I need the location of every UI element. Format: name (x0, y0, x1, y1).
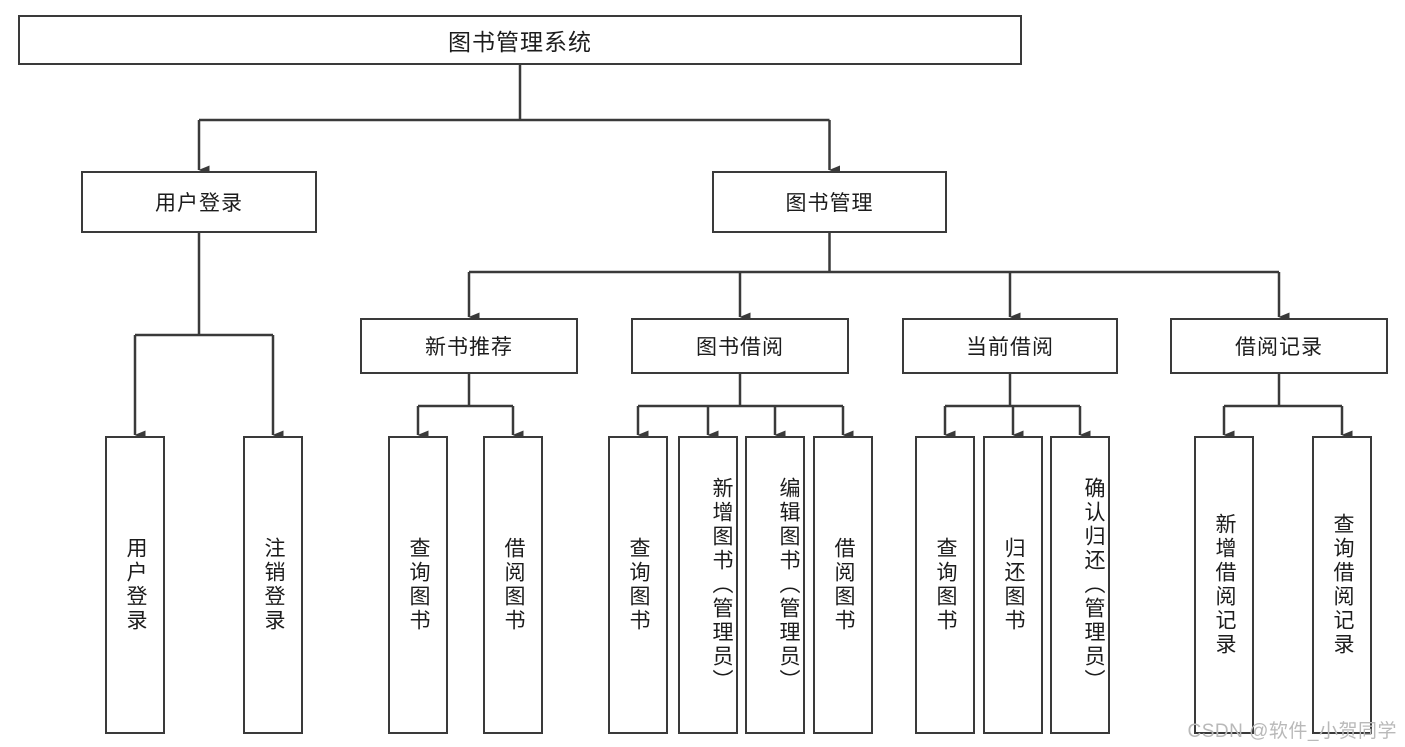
node-user-login[interactable]: 用户登录 (81, 171, 317, 233)
node-label: 图书管理系统 (448, 29, 592, 55)
node-leaf-logout[interactable]: 注销登录 (243, 436, 303, 734)
node-leaf-query-book-2[interactable]: 查询图书 (608, 436, 668, 734)
node-label: 借阅记录 (1235, 336, 1323, 359)
node-label: 图书借阅 (696, 336, 784, 359)
node-label: 查询借阅记录 (1331, 513, 1354, 657)
node-book-borrow[interactable]: 图书借阅 (631, 318, 849, 374)
node-leaf-query-record[interactable]: 查询借阅记录 (1312, 436, 1372, 734)
node-leaf-return-book[interactable]: 归还图书 (983, 436, 1043, 734)
node-label: 用户登录 (155, 192, 243, 215)
node-leaf-edit-book[interactable]: 编辑图书（管理员） (745, 436, 805, 734)
node-new-book-rec[interactable]: 新书推荐 (360, 318, 578, 374)
node-label: 注销登录 (262, 537, 285, 633)
node-current-borrow[interactable]: 当前借阅 (902, 318, 1118, 374)
node-leaf-query-book-1[interactable]: 查询图书 (388, 436, 448, 734)
node-borrow-record[interactable]: 借阅记录 (1170, 318, 1388, 374)
node-leaf-confirm-return[interactable]: 确认归还（管理员） (1050, 436, 1110, 734)
node-label: 归还图书 (1002, 537, 1025, 633)
node-label: 新书推荐 (425, 336, 513, 359)
node-leaf-query-book-3[interactable]: 查询图书 (915, 436, 975, 734)
node-label: 查询图书 (934, 537, 957, 633)
watermark-credit: CSDN @软件_小贺同学 (1187, 721, 1397, 742)
node-label: 图书管理 (785, 192, 874, 215)
node-root-system[interactable]: 图书管理系统 (18, 15, 1022, 65)
node-label: 确认归还（管理员） (1082, 477, 1105, 693)
node-leaf-add-record[interactable]: 新增借阅记录 (1194, 436, 1254, 734)
node-label: 当前借阅 (966, 336, 1054, 359)
node-book-manage[interactable]: 图书管理 (712, 171, 947, 233)
node-leaf-add-book[interactable]: 新增图书（管理员） (678, 436, 738, 734)
node-label: 借阅图书 (832, 537, 855, 633)
node-label: 新增借阅记录 (1213, 513, 1236, 657)
node-leaf-user-login[interactable]: 用户登录 (105, 436, 165, 734)
node-label: 编辑图书（管理员） (777, 477, 800, 693)
node-label: 借阅图书 (502, 537, 525, 633)
node-label: 用户登录 (124, 537, 147, 633)
node-label: 查询图书 (627, 537, 650, 633)
node-leaf-borrow-book-2[interactable]: 借阅图书 (813, 436, 873, 734)
node-label: 查询图书 (407, 537, 430, 633)
node-label: 新增图书（管理员） (710, 477, 733, 693)
node-leaf-borrow-book-1[interactable]: 借阅图书 (483, 436, 543, 734)
